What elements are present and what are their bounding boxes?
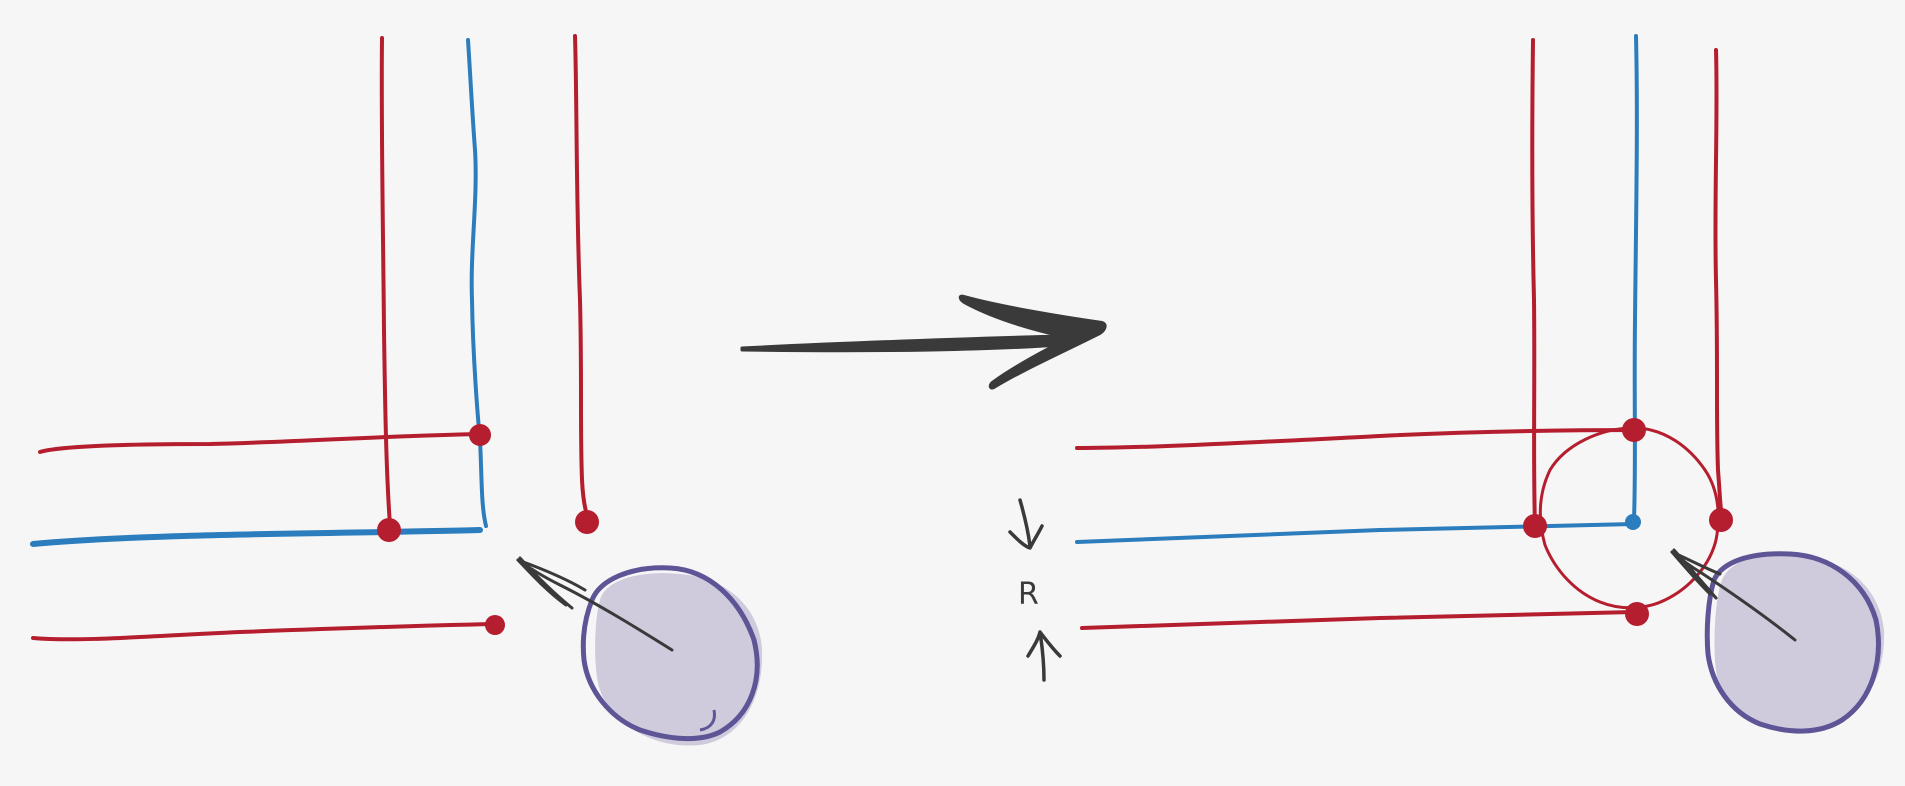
vertical-red-wire-left-1 — [379, 36, 392, 527]
horizontal-red-wire-top-right — [1075, 428, 1642, 450]
end-dot-left-3 — [575, 510, 599, 534]
junction-dot-left-1 — [469, 424, 491, 446]
pointer-head-left — [516, 556, 587, 610]
mouse-cursor-icon-right — [1704, 551, 1885, 734]
transition-arrow-head — [958, 294, 1107, 390]
vertical-blue-wire-right — [1632, 34, 1639, 522]
cursor-outline — [580, 565, 760, 741]
cursor-outline-right — [1704, 551, 1881, 734]
cursor-shadow-right — [1714, 555, 1885, 732]
right-arrow-icon — [740, 294, 1107, 390]
junction-dot-right-top — [1622, 418, 1646, 442]
junction-dot-left-2 — [377, 518, 401, 542]
horizontal-red-wire-top-left — [38, 432, 482, 454]
horizontal-red-wire-bottom-right — [1080, 610, 1636, 630]
junction-dot-right-right — [1709, 508, 1733, 532]
vertical-blue-wire-left — [466, 38, 488, 528]
panel-before — [30, 34, 763, 746]
radius-label: R — [1018, 577, 1039, 612]
vertical-red-wire-right-2 — [1713, 48, 1724, 520]
transition-arrow-shaft — [740, 334, 1075, 353]
panel-after — [1075, 34, 1885, 734]
mouse-cursor-icon — [580, 565, 763, 746]
pointer-arrow-right — [1670, 548, 1797, 642]
cursor-tail-mark — [699, 709, 716, 732]
vertical-red-wire-left-2 — [573, 34, 590, 520]
junction-dot-right-blue — [1625, 514, 1641, 530]
radius-marker: R — [1008, 498, 1062, 682]
radius-arrow-down — [1008, 498, 1044, 550]
vertical-red-wire-right-1 — [1530, 38, 1537, 528]
horizontal-blue-wire-middle-right — [1075, 522, 1636, 544]
radius-arrow-up — [1026, 630, 1062, 682]
pointer-head-right — [1670, 548, 1722, 600]
cursor-shadow — [595, 573, 763, 746]
horizontal-red-wire-bottom-left — [31, 622, 496, 642]
pointer-arrow-left — [516, 556, 674, 652]
junction-dot-right-bottom — [1625, 602, 1649, 626]
junction-dot-right-left — [1523, 514, 1547, 538]
horizontal-blue-wire-middle-left — [30, 527, 483, 547]
end-dot-left-4 — [485, 615, 505, 635]
